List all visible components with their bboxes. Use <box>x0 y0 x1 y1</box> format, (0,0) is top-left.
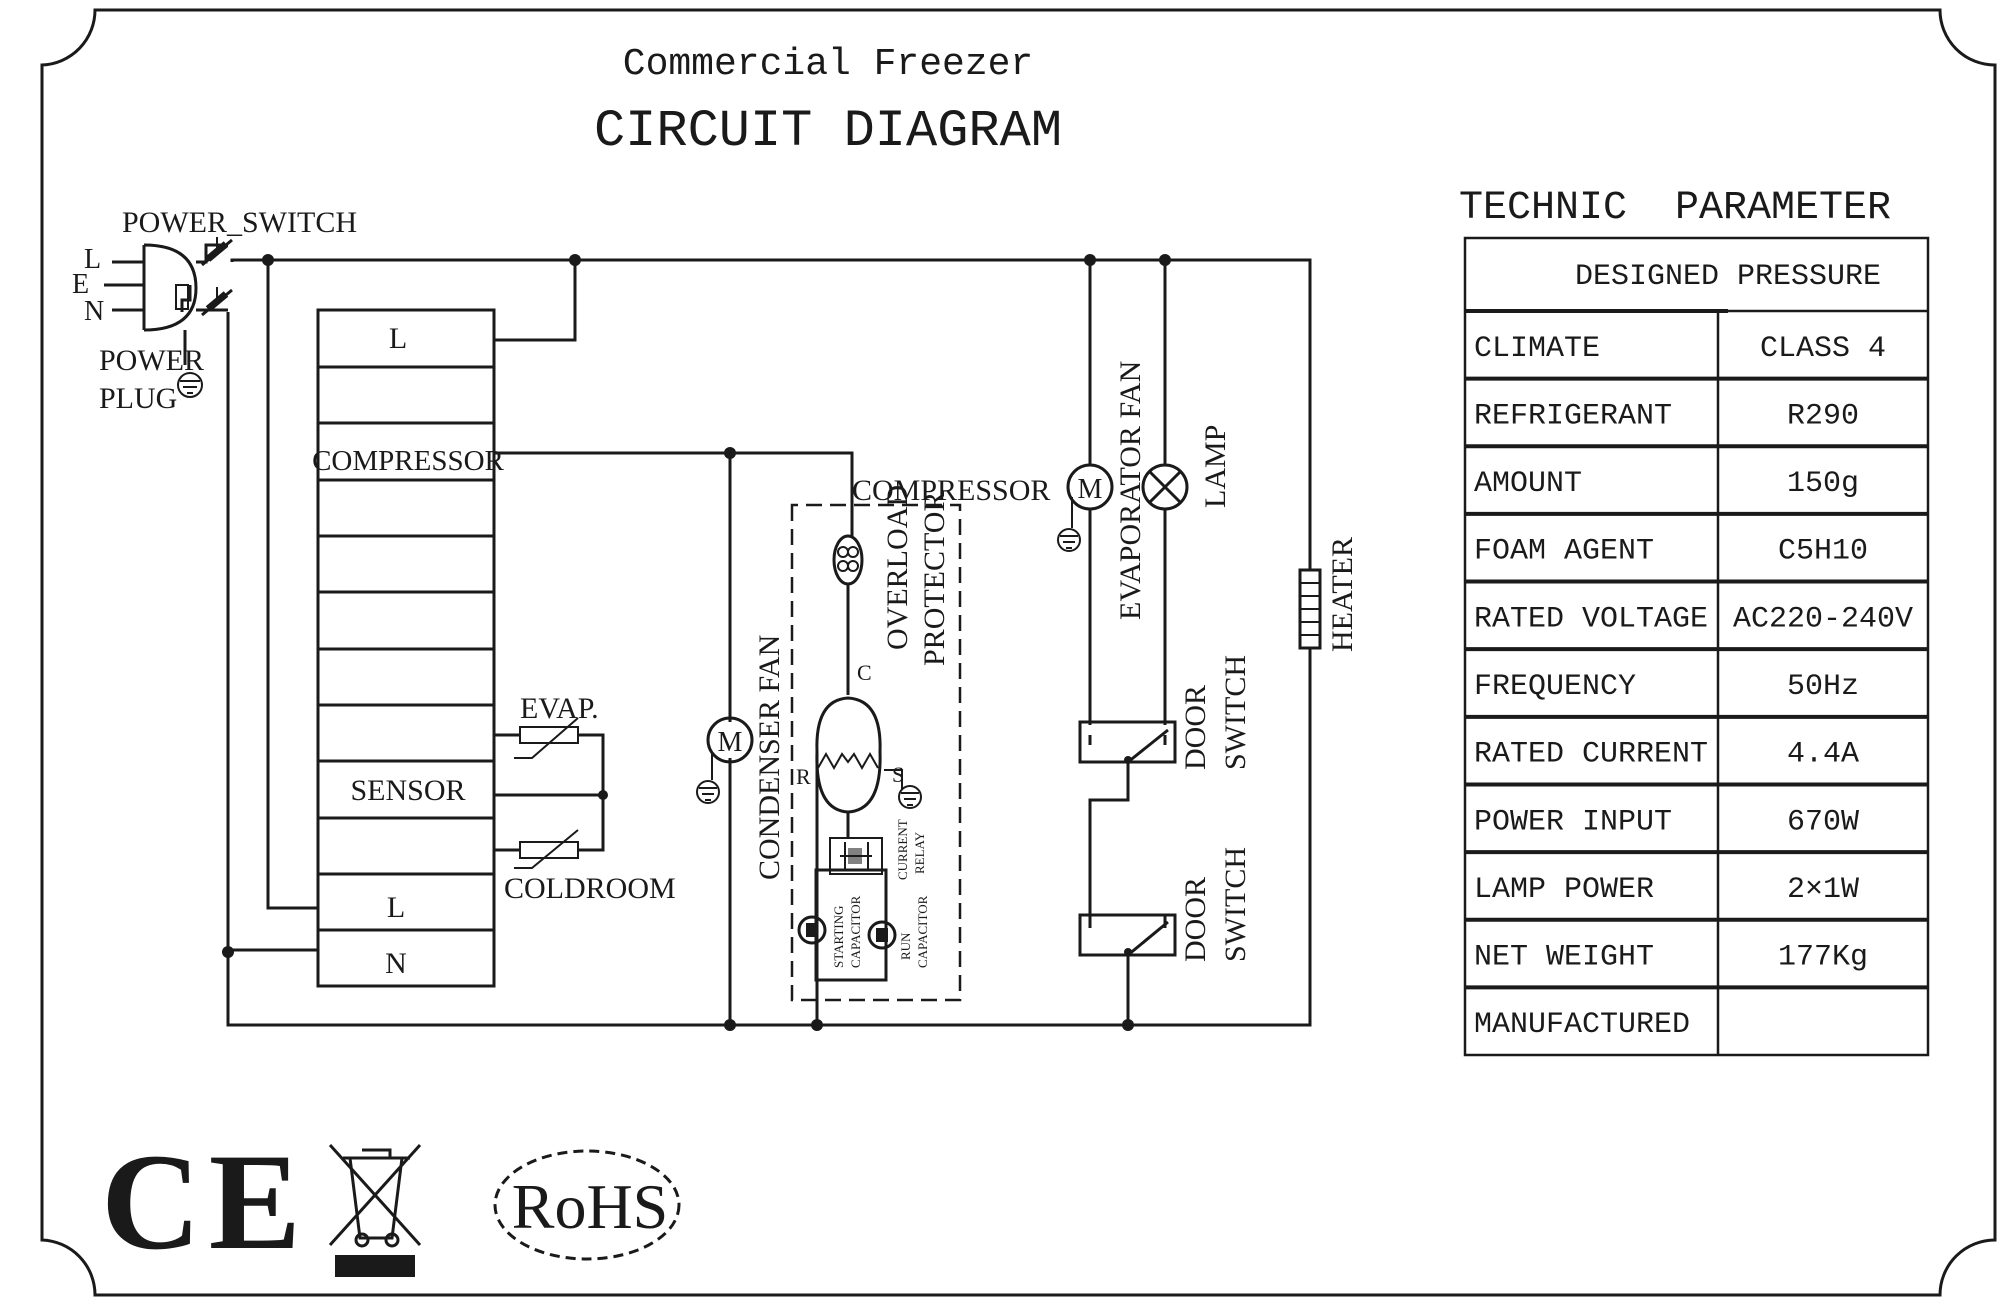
diagram-title: CIRCUIT DIAGRAM <box>594 102 1062 161</box>
door-switch-2: DOOR SWITCH <box>1078 847 1252 962</box>
lamp-label: LAMP <box>1199 425 1232 508</box>
door-switch-2-label-1: DOOR <box>1179 877 1212 962</box>
overload-protector-label-2: PROTECTOR <box>918 492 951 666</box>
compressor-terminal-c: C <box>857 660 872 685</box>
run-capacitor-icon <box>867 920 897 950</box>
current-relay-label-1: CURRENT <box>895 819 910 880</box>
ground-icon <box>898 785 922 809</box>
controller-terminal-block: L COMPRESSOR SENSOR L N <box>312 308 505 988</box>
evap-sensor-label: EVAP. <box>520 692 599 725</box>
evaporator-fan-motor-icon <box>1066 463 1114 511</box>
ce-mark: CE <box>101 1125 309 1278</box>
parameter-label: FREQUENCY <box>1474 670 1636 704</box>
power-plug-label-2: PLUG <box>99 382 177 415</box>
rohs-mark: RoHS <box>493 1149 681 1261</box>
power-switch-icon <box>201 237 233 317</box>
evap-sensor: EVAP. <box>494 692 605 852</box>
controller-terminal-l-top: L <box>389 322 407 355</box>
overload-protector-label-1: OVERLOAD <box>881 485 914 650</box>
controller-terminal-n: N <box>385 947 407 980</box>
door-switch-1: DOOR SWITCH <box>1078 655 1252 770</box>
controller-terminal-sensor: SENSOR <box>350 774 465 807</box>
technic-parameter-table: TECHNIC PARAMETER DESIGNED PRESSURE CLIM… <box>1459 186 1930 1057</box>
ground-icon <box>177 372 203 398</box>
door-switch-1-label-1: DOOR <box>1179 685 1212 770</box>
ce-mark-text: CE <box>101 1125 309 1278</box>
compressor-terminal-r: R <box>796 764 811 789</box>
weee-bin-icon <box>328 1143 422 1277</box>
compressor-label: COMPRESSOR <box>852 474 1050 507</box>
parameter-label: REFRIGERANT <box>1474 399 1672 433</box>
parameter-value: CLASS 4 <box>1760 332 1886 366</box>
plug-pin-n-label: N <box>84 296 104 327</box>
run-capacitor-label-1: RUN <box>898 932 913 960</box>
rohs-mark-text: RoHS <box>512 1171 669 1242</box>
parameter-value: 50Hz <box>1787 670 1859 704</box>
sheet-border <box>40 8 1997 1297</box>
parameter-value: R290 <box>1787 399 1859 433</box>
plug-pin-l-label: L <box>84 244 101 275</box>
heater-icon <box>1298 568 1322 650</box>
starting-capacitor-label-1: STARTING <box>831 906 846 968</box>
door-switch-1-label-2: SWITCH <box>1219 655 1252 770</box>
diagram-subtitle: Commercial Freezer <box>623 43 1033 86</box>
overload-protector-icon <box>832 534 864 586</box>
heater: HEATER <box>1298 537 1359 652</box>
controller-terminal-compressor: COMPRESSOR <box>312 445 504 477</box>
parameter-value: 670W <box>1787 805 1859 839</box>
parameter-label: FOAM AGENT <box>1474 535 1654 569</box>
ground-icon <box>1057 528 1081 552</box>
parameter-label: POWER INPUT <box>1474 805 1672 839</box>
parameter-value: 2×1W <box>1787 873 1859 907</box>
parameter-label: NET WEIGHT <box>1474 941 1654 975</box>
parameter-label: MANUFACTURED <box>1474 1008 1690 1042</box>
power-plug-label-1: POWER <box>99 344 204 377</box>
parameter-label: LAMP POWER <box>1474 873 1654 907</box>
current-relay-icon <box>829 837 883 875</box>
condenser-fan-label: CONDENSER FAN <box>753 635 786 880</box>
technic-parameter-heading: TECHNIC PARAMETER <box>1459 186 1891 231</box>
compressor-motor-icon <box>815 696 882 814</box>
ground-icon <box>696 780 720 804</box>
parameter-value: 177Kg <box>1778 941 1868 975</box>
parameter-value: C5H10 <box>1778 535 1868 569</box>
power-switch-label: POWER_SWITCH <box>122 206 357 239</box>
power-plug: POWER_SWITCH L E N POWER PLUG <box>72 206 1312 1027</box>
lamp: LAMP <box>1141 260 1232 725</box>
parameter-label: CLIMATE <box>1474 332 1600 366</box>
lamp-icon <box>1141 463 1189 511</box>
plug-pin-e-label: E <box>72 269 89 300</box>
heater-label: HEATER <box>1326 537 1359 652</box>
evaporator-fan: M EVAPORATOR FAN <box>1057 260 1147 725</box>
parameter-value: 4.4A <box>1787 738 1859 772</box>
compressor-assembly: COMPRESSOR OVERLOAD PROTECTOR C R S <box>790 474 1050 1025</box>
parameter-label: RATED VOLTAGE <box>1474 602 1708 636</box>
starting-capacitor-label-2: CAPACITOR <box>848 895 863 968</box>
parameter-label: AMOUNT <box>1474 467 1582 501</box>
evaporator-fan-label: EVAPORATOR FAN <box>1114 361 1147 620</box>
coldroom-sensor: COLDROOM <box>494 790 676 905</box>
coldroom-sensor-label: COLDROOM <box>504 872 676 905</box>
condenser-fan-motor-symbol: M <box>718 727 743 758</box>
starting-capacitor-icon <box>797 915 827 945</box>
designed-pressure-label: DESIGNED PRESSURE <box>1575 260 1881 294</box>
condenser-fan: M CONDENSER FAN <box>696 453 786 1025</box>
controller-terminal-l-bottom: L <box>387 891 405 924</box>
parameter-value: 150g <box>1787 467 1859 501</box>
parameter-label: RATED CURRENT <box>1474 738 1708 772</box>
run-capacitor-label-2: CAPACITOR <box>915 895 930 968</box>
condenser-fan-motor-icon <box>706 716 754 764</box>
door-switch-2-label-2: SWITCH <box>1219 847 1252 962</box>
parameter-value: AC220-240V <box>1733 602 1913 636</box>
current-relay-label-2: RELAY <box>912 831 927 874</box>
evaporator-fan-motor-symbol: M <box>1078 474 1103 505</box>
